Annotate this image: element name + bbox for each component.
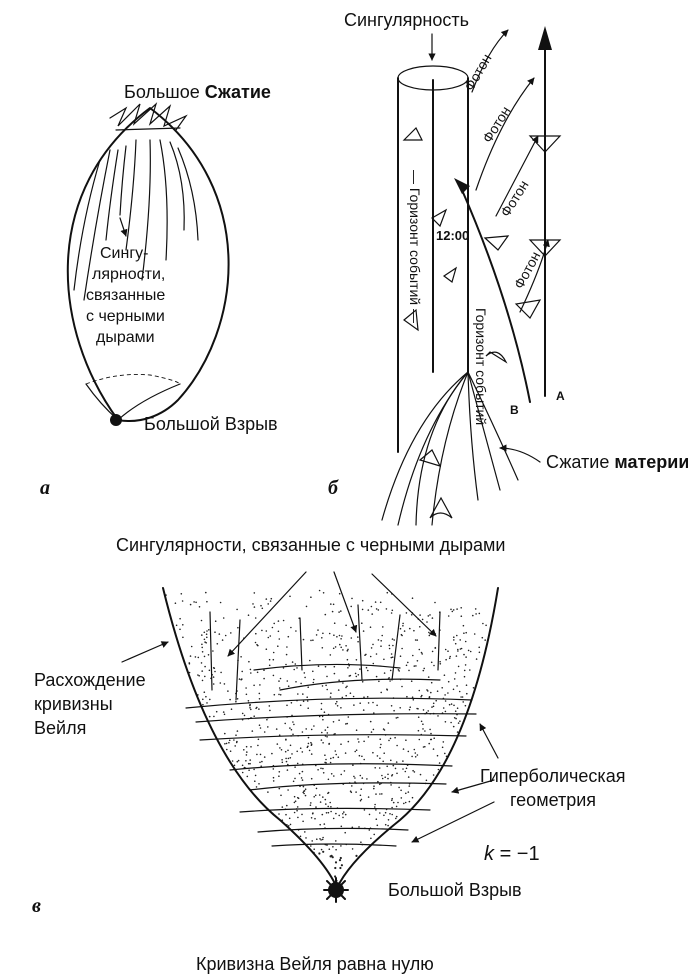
stippled-region bbox=[159, 590, 505, 891]
big-bang-point bbox=[110, 414, 122, 426]
weyl-divergence-label: Расхождение кривизны Вейля bbox=[34, 670, 146, 738]
bh-singularities-top-label: Сингулярности, связанные с черными дырам… bbox=[116, 535, 505, 555]
collapsing-matter-lines bbox=[382, 372, 518, 525]
collapse-label: Сжатие материи bbox=[546, 452, 688, 472]
svg-text:кривизны: кривизны bbox=[34, 694, 113, 714]
panel-b: Сингулярность bbox=[328, 10, 688, 525]
universe-envelope bbox=[68, 108, 229, 421]
weyl-zero-caption: Кривизна Вейля равна нулю bbox=[196, 954, 434, 974]
singularity-lines bbox=[210, 605, 440, 700]
svg-text:с черными: с черными bbox=[86, 308, 165, 325]
bh-singularities-label: Сингу- лярности, связанные с черными дыр… bbox=[86, 245, 165, 346]
hyperbolic-strata bbox=[186, 664, 476, 846]
svg-text:дырами: дырами bbox=[96, 329, 155, 346]
svg-text:Сингу-: Сингу- bbox=[100, 245, 149, 262]
svg-text:геометрия: геометрия bbox=[510, 790, 596, 810]
point-b-label: B bbox=[510, 403, 519, 417]
big-crunch-label: Большое Сжатие bbox=[124, 82, 271, 102]
clock-label: 12:00 bbox=[436, 228, 469, 243]
horizon-label-2: Горизонт событий bbox=[473, 308, 489, 425]
panel-a-letter: a bbox=[40, 477, 50, 499]
panel-c-letter: в bbox=[32, 895, 41, 917]
panel-a: Большое Сжатие Сингу- лярности, связанны… bbox=[40, 82, 278, 499]
hyperbolic-geometry-label: Гиперболическая геометрия bbox=[480, 766, 625, 810]
big-crunch-scribble bbox=[110, 104, 186, 130]
worldline-b bbox=[462, 190, 530, 402]
dashed-ellipse bbox=[86, 374, 180, 384]
svg-text:связанные: связанные bbox=[86, 287, 165, 304]
big-bang-label-c: Большой Взрыв bbox=[388, 880, 522, 900]
big-bang-label: Большой Взрыв bbox=[144, 414, 278, 434]
k-label: k = −1 bbox=[484, 843, 540, 865]
big-bang-starburst bbox=[324, 878, 348, 902]
photon-label-3: Фотон bbox=[497, 177, 532, 219]
point-a-label: A bbox=[556, 389, 565, 403]
svg-text:лярности,: лярности, bbox=[92, 266, 165, 283]
panel-c: Сингулярности, связанные с черными дырам… bbox=[32, 535, 625, 974]
photon-label-2: Фотон bbox=[479, 103, 514, 145]
photon-label-1: Фотон bbox=[461, 51, 495, 94]
horizon-label-1: — Горизонт событий — bbox=[407, 170, 423, 323]
panel-b-letter: б bbox=[328, 477, 339, 499]
svg-text:Расхождение: Расхождение bbox=[34, 670, 146, 690]
cone-outline bbox=[163, 588, 498, 888]
singularity-label: Сингулярность bbox=[344, 10, 469, 30]
top-label-arrows bbox=[228, 572, 436, 656]
svg-text:Вейля: Вейля bbox=[34, 718, 86, 738]
svg-text:Гиперболическая: Гиперболическая bbox=[480, 766, 625, 786]
